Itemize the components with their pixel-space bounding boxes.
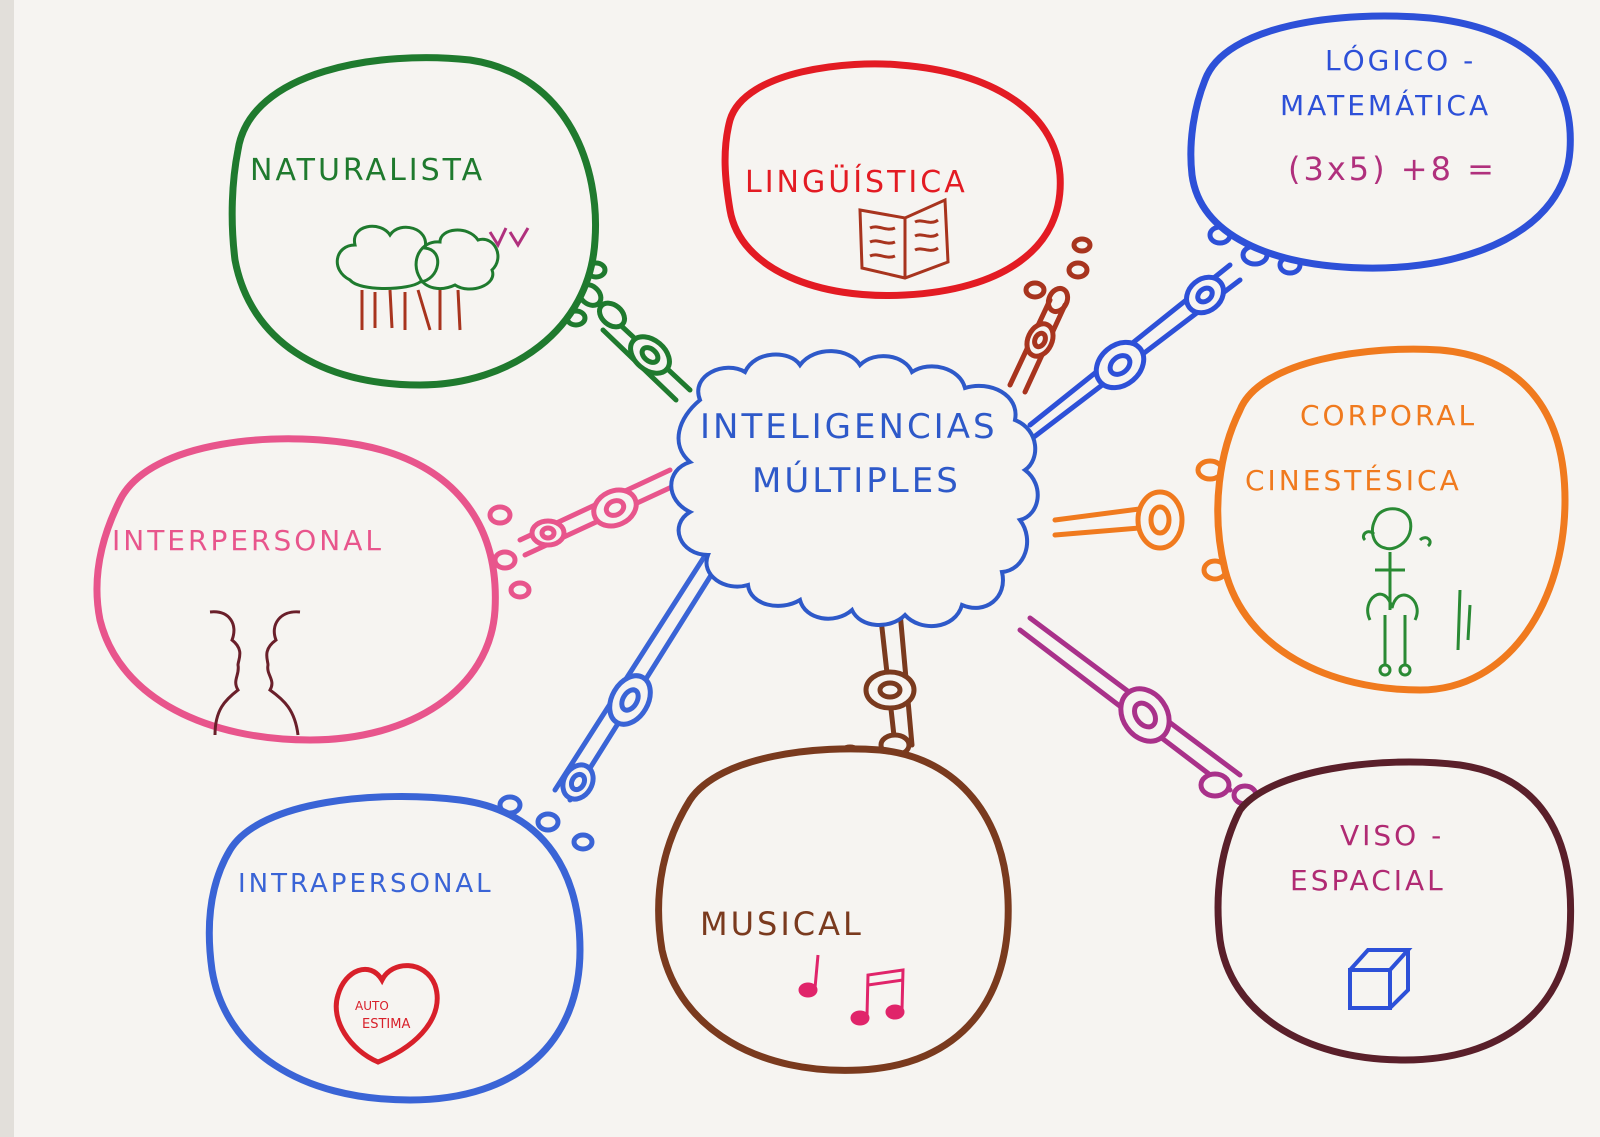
- bubble-logico: [1187, 12, 1574, 272]
- label-naturalista: NATURALISTA: [250, 153, 485, 188]
- connector-intrapersonal: [497, 537, 733, 852]
- bubble-musical: [655, 745, 1012, 1074]
- label-logico-line1: LÓGICO -: [1325, 43, 1476, 77]
- bubble-linguistica: [721, 60, 1064, 300]
- bubble-intrapersonal: [205, 793, 584, 1104]
- bubble-corporal: [1214, 345, 1569, 694]
- book-icon: [858, 197, 950, 280]
- paper-edge: [0, 0, 14, 1137]
- faces-icon: [209, 610, 301, 736]
- heart-icon: AUTO ESTIMA: [333, 963, 440, 1065]
- node-naturalista: NATURALISTA: [228, 54, 600, 389]
- node-linguistica: LINGÜÍSTICA: [721, 60, 1064, 300]
- tree-trunks-icon: [360, 289, 462, 331]
- node-intrapersonal: INTRAPERSONAL AUTO ESTIMA: [205, 793, 584, 1104]
- trees-icon: [335, 224, 500, 291]
- center-title-line2: MÚLTIPLES: [752, 460, 961, 501]
- label-logico-line2: MATEMÁTICA: [1280, 88, 1491, 122]
- bubble-interpersonal: [93, 435, 499, 744]
- label-corporal-line1: CORPORAL: [1300, 399, 1477, 432]
- node-viso: VISO - ESPACIAL: [1214, 758, 1575, 1064]
- birds-icon: [488, 227, 530, 249]
- label-viso-line1: VISO -: [1340, 819, 1444, 852]
- center-title-line1: INTELIGENCIAS: [700, 407, 998, 447]
- node-musical: MUSICAL: [655, 745, 1012, 1074]
- label-viso-line2: ESPACIAL: [1290, 864, 1446, 897]
- jumping-figure-icon: [1361, 507, 1472, 677]
- label-interpersonal: INTERPERSONAL: [112, 524, 384, 557]
- bubble-viso: [1214, 758, 1575, 1064]
- label-intrapersonal: INTRAPERSONAL: [238, 869, 494, 899]
- cube-icon: [1348, 948, 1413, 1010]
- label-linguistica: LINGÜÍSTICA: [745, 164, 968, 200]
- connector-corporal: [1052, 458, 1241, 582]
- connector-interpersonal: [487, 467, 679, 600]
- heart-text-line2: ESTIMA: [362, 1017, 410, 1032]
- center-node: INTELIGENCIAS MÚLTIPLES: [669, 349, 1040, 629]
- connector-linguistica: [1007, 236, 1093, 395]
- bubble-naturalista: [228, 54, 600, 389]
- label-musical: MUSICAL: [700, 905, 864, 943]
- formula-text: (3x5) +8 =: [1288, 150, 1497, 188]
- node-logico: LÓGICO - MATEMÁTICA (3x5) +8 =: [1187, 12, 1574, 272]
- node-corporal: CORPORAL CINESTÉSICA: [1214, 345, 1569, 694]
- heart-text-line1: AUTO: [355, 999, 389, 1013]
- connector-naturalista: [564, 260, 693, 403]
- music-notes-icon: [798, 954, 905, 1026]
- node-interpersonal: INTERPERSONAL: [93, 435, 499, 744]
- label-corporal-line2: CINESTÉSICA: [1245, 463, 1462, 497]
- center-cloud: [669, 349, 1040, 629]
